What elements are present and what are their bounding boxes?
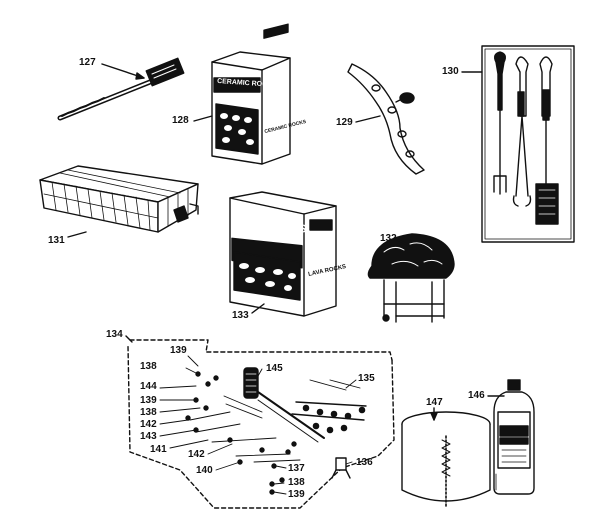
- leader-128: [193, 115, 213, 122]
- leader-132: [397, 239, 413, 248]
- label-145: 145: [266, 363, 283, 374]
- label-139-top: 139: [170, 345, 187, 356]
- label-130: 130: [442, 66, 459, 77]
- label-129: 129: [336, 117, 353, 128]
- label-132: 132: [380, 233, 397, 244]
- wire-basket: [39, 165, 199, 233]
- label-138-mid: 138: [140, 407, 157, 418]
- ceramic-rocks-box: [211, 23, 291, 165]
- cleaner-bottle: [493, 379, 535, 495]
- label-142-lower: 142: [188, 449, 205, 460]
- label-134: 134: [106, 329, 123, 340]
- leader-134: [125, 335, 133, 343]
- label-127: 127: [79, 57, 96, 68]
- label-139-bottom: 139: [288, 489, 305, 500]
- label-128: 128: [172, 115, 189, 126]
- label-138-top: 138: [140, 361, 157, 372]
- label-135: 135: [358, 373, 375, 384]
- grill-brush: [57, 57, 185, 121]
- rotisserie-kit-parts: [185, 367, 367, 495]
- leader-131: [67, 231, 87, 238]
- leader-133: [251, 303, 265, 314]
- label-136: 136: [356, 457, 373, 468]
- label-141: 141: [150, 444, 167, 455]
- label-142-left: 142: [140, 419, 157, 430]
- kit-leaders: [159, 355, 357, 495]
- label-133: 133: [232, 310, 249, 321]
- lava-rocks-box: [229, 191, 337, 317]
- rotisserie-kit-outline: [127, 339, 395, 509]
- storage-drum: [401, 411, 491, 509]
- label-138-bottom: 138: [288, 477, 305, 488]
- label-146: 146: [468, 390, 485, 401]
- bbq-tool-set: [481, 45, 575, 243]
- label-137: 137: [288, 463, 305, 474]
- label-143: 143: [140, 431, 157, 442]
- label-144: 144: [140, 381, 157, 392]
- holder-bracket: [347, 63, 425, 175]
- label-131: 131: [48, 235, 65, 246]
- label-139-mid: 139: [140, 395, 157, 406]
- label-147: 147: [426, 397, 443, 408]
- label-140: 140: [196, 465, 213, 476]
- leader-129: [355, 115, 381, 123]
- grill-cover: [367, 233, 455, 323]
